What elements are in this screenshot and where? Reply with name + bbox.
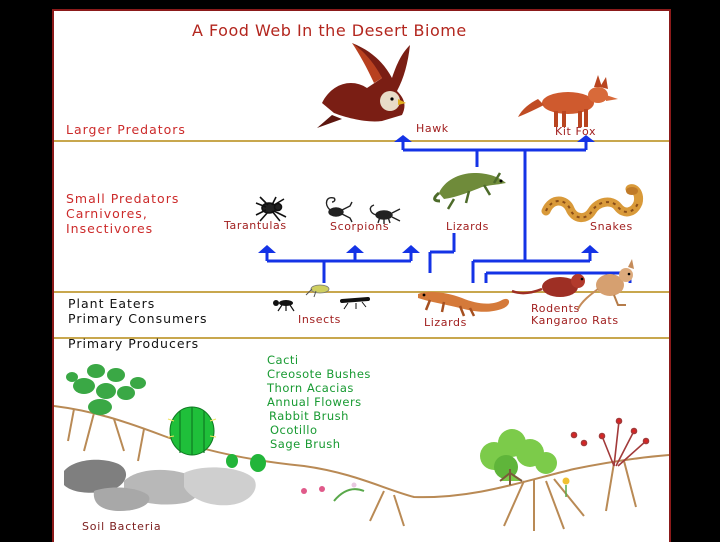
producer-rabbit-brush: Rabbit Brush	[269, 409, 371, 423]
arrow-to-hawk	[394, 135, 412, 142]
label-kit-fox: Kit Fox	[555, 125, 596, 138]
section-primary-producers: Primary Producers	[68, 336, 199, 351]
prickly-pear-cactus-illustration	[66, 364, 146, 415]
rocks-illustration	[64, 460, 256, 511]
producer-sage-brush: Sage Brush	[270, 437, 371, 451]
barrel-cactus-illustration	[168, 407, 266, 472]
insects-illustration	[273, 285, 368, 311]
kit-fox-illustration	[518, 75, 618, 127]
label-kangaroo-rats: Kangaroo Rats	[531, 314, 619, 327]
producer-thorn-acacias: Thorn Acacias	[267, 381, 371, 395]
label-hawk: Hawk	[416, 122, 449, 135]
arrow-to-scorpions	[346, 245, 364, 253]
producer-ocotillo: Ocotillo	[270, 423, 371, 437]
label-scorpions: Scorpions	[330, 220, 389, 233]
section-small-predators-line2: Carnivores,	[66, 206, 148, 221]
producer-annual-flowers: Annual Flowers	[267, 395, 371, 409]
label-snakes: Snakes	[590, 220, 633, 233]
section-soil-bacteria: Soil Bacteria	[82, 520, 161, 533]
kangaroo-rat-illustration	[578, 259, 634, 309]
label-tarantulas: Tarantulas	[224, 219, 287, 232]
producer-creosote-bushes: Creosote Bushes	[267, 367, 371, 381]
lizard-top-illustration	[435, 173, 506, 209]
section-small-predators-line1: Small Predators	[66, 191, 179, 206]
food-web-slide: A Food Web In the Desert Biome	[52, 9, 671, 542]
tarantula-illustration	[256, 197, 286, 221]
scorpion-illustration-1	[327, 198, 352, 222]
label-insects: Insects	[298, 313, 341, 326]
label-lizards-bottom: Lizards	[424, 316, 467, 329]
section-plant-eaters-line2: Primary Consumers	[68, 311, 208, 326]
section-small-predators-line3: Insectivores	[66, 221, 153, 236]
arrow-to-lizards	[402, 245, 420, 253]
producers-list: Cacti Creosote Bushes Thorn Acacias Annu…	[267, 353, 371, 451]
food-web-drawing	[54, 11, 669, 542]
producer-cacti: Cacti	[267, 353, 371, 367]
section-plant-eaters-line1: Plant Eaters	[68, 296, 155, 311]
snake-illustration	[546, 187, 639, 218]
arrow-to-tarantulas	[258, 245, 276, 253]
hawk-illustration	[317, 43, 410, 128]
lizard-bottom-illustration	[418, 292, 509, 316]
rodent-illustration	[512, 274, 585, 297]
arrow-to-snakes	[581, 245, 599, 253]
label-lizards-top: Lizards	[446, 220, 489, 233]
section-larger-predators: Larger Predators	[66, 122, 186, 137]
